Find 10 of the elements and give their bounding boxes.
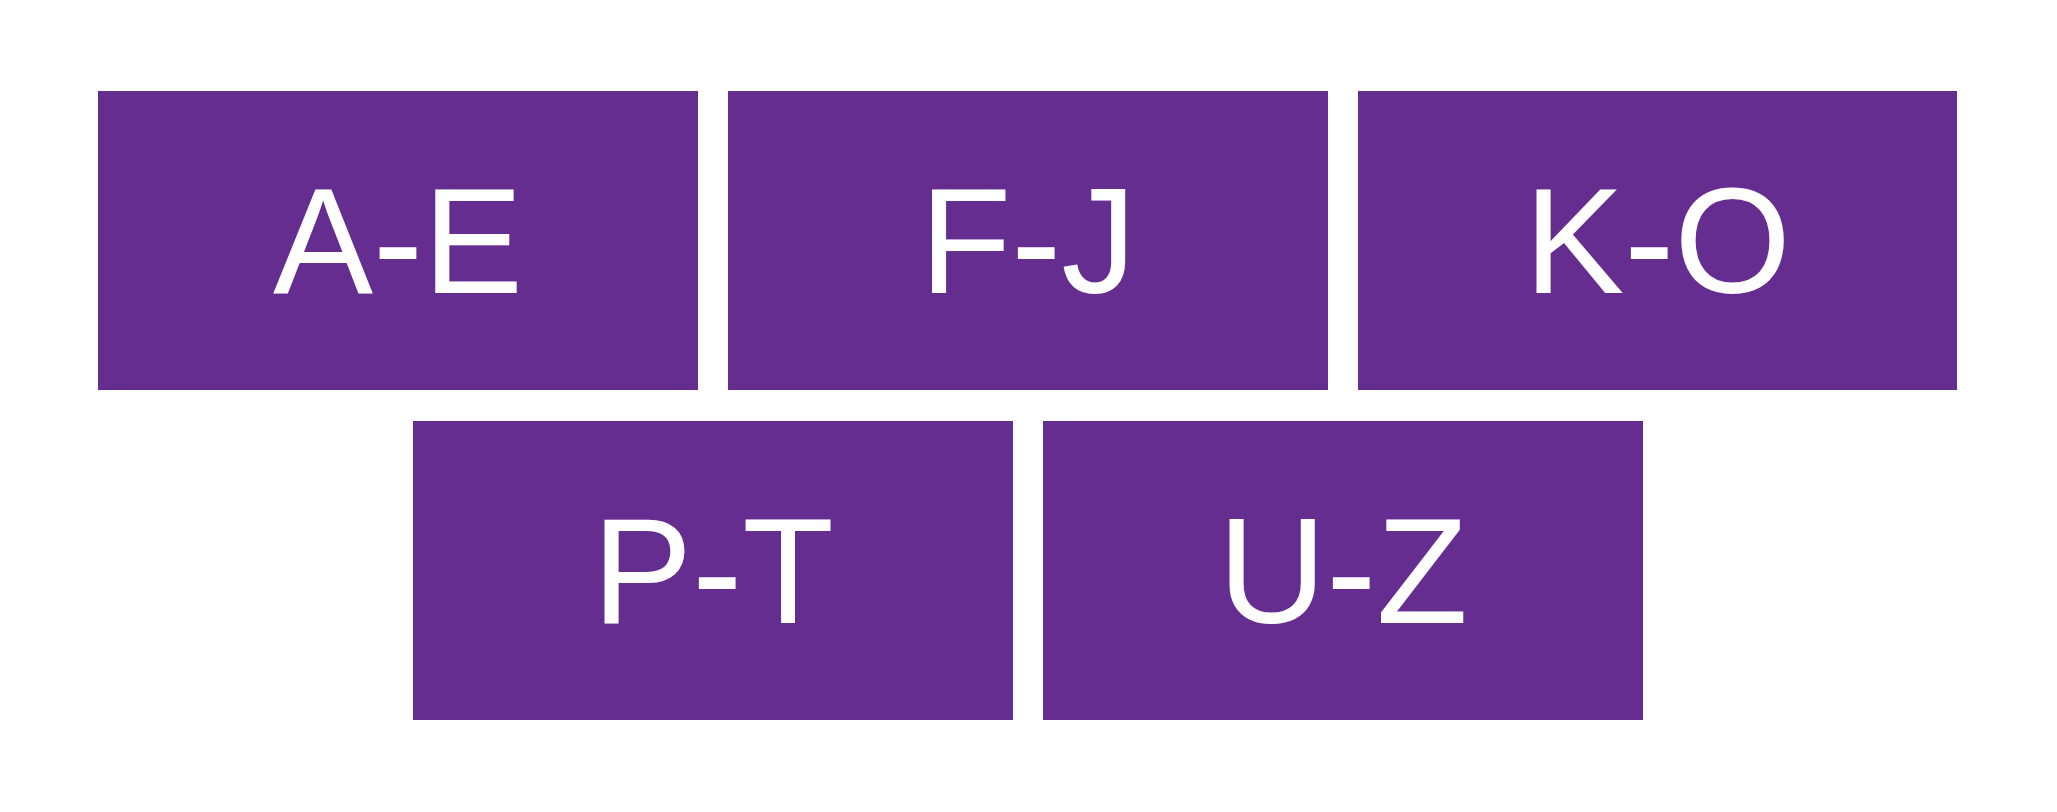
- range-box: [413, 421, 1013, 720]
- range-box: [1043, 421, 1643, 720]
- range-label: F-J: [919, 165, 1137, 316]
- range-box: [1358, 91, 1957, 390]
- range-label: P-T: [592, 495, 834, 646]
- range-box: [98, 91, 698, 390]
- range-label: A-E: [272, 165, 524, 316]
- range-label: K-O: [1524, 165, 1791, 316]
- range-label: U-Z: [1218, 495, 1468, 646]
- range-box: [728, 91, 1328, 390]
